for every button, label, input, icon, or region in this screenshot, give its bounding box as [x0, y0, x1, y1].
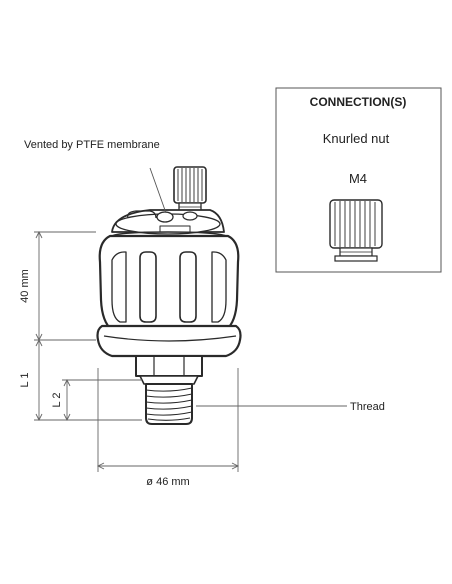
dimension-lines: [34, 230, 240, 472]
connection-size: M4: [349, 171, 367, 186]
hex-body: [135, 355, 203, 377]
connection-panel: CONNECTION(S) Knurled nut M4: [275, 87, 442, 273]
sensor-housing: [98, 234, 240, 332]
housing-rib: [179, 251, 197, 323]
dim-l1-label: L 1: [19, 373, 31, 388]
knurled-nut-icon: [329, 199, 383, 262]
threaded-stem: [145, 383, 193, 425]
dim-height-label: 40 mm: [19, 269, 31, 303]
terminal-screw: [156, 211, 174, 223]
pressure-sensor-outline: [96, 166, 242, 425]
connection-title: CONNECTION(S): [310, 95, 407, 109]
callout-thread: Thread: [196, 401, 385, 413]
housing-rib: [139, 251, 157, 323]
vent-leader: [149, 167, 167, 214]
connection-panel-border: [275, 87, 442, 273]
dim-diameter-label: ø 46 mm: [146, 476, 189, 488]
vent-label: Vented by PTFE membrane: [24, 139, 160, 151]
connection-type: Knurled nut: [323, 131, 390, 146]
dim-l2-label: L 2: [51, 393, 63, 408]
top-knurled-nut: [173, 166, 207, 212]
thread-label: Thread: [350, 401, 385, 413]
callout-vent: Vented by PTFE membrane: [24, 139, 167, 214]
